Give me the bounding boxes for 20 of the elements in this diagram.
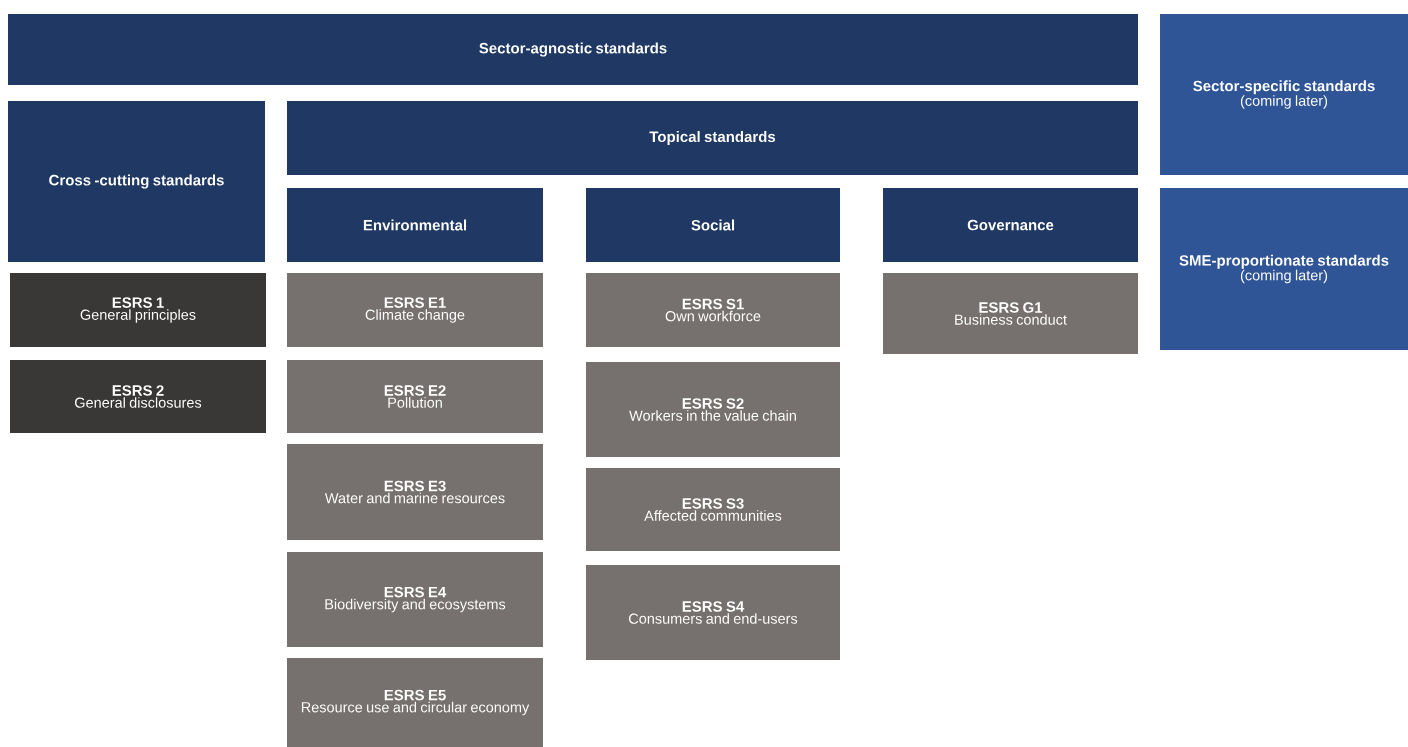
- standard-box: ESRS S1 Own workforce: [586, 273, 840, 347]
- header-band: Topical standards: [287, 101, 1138, 175]
- standard-box: ESRS 1 General principles: [10, 273, 266, 347]
- standard-box: ESRS G1 Business conduct: [883, 273, 1138, 354]
- standard-box: ESRS E4 Biodiversity and ecosystems: [287, 552, 543, 647]
- standard-box: ESRS E3 Water and marine resources: [287, 444, 543, 540]
- category-box: SME-proportionate standards (coming later): [1160, 188, 1408, 350]
- standard-box: ESRS 2 General disclosures: [10, 360, 266, 433]
- category-box: Sector-specific standards (coming later): [1160, 14, 1408, 175]
- standard-box: ESRS S3 Affected communities: [586, 468, 840, 551]
- standard-box: ESRS S4 Consumers and end-users: [586, 565, 840, 660]
- category-box: Social: [586, 188, 840, 262]
- standard-box: ESRS E2 Pollution: [287, 360, 543, 433]
- category-box: Governance: [883, 188, 1138, 262]
- standard-box: ESRS E1 Climate change: [287, 273, 543, 347]
- standard-box: ESRS E5 Resource use and circular economy: [287, 658, 543, 747]
- category-box: Cross -cutting standards: [8, 101, 265, 262]
- header-band: Sector-agnostic standards: [8, 14, 1138, 85]
- standard-box: ESRS S2 Workers in the value chain: [586, 362, 840, 457]
- category-box: Environmental: [287, 188, 543, 262]
